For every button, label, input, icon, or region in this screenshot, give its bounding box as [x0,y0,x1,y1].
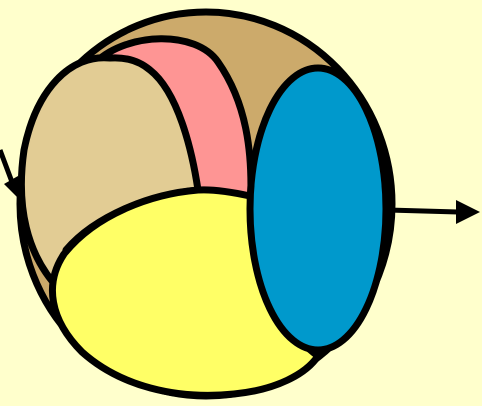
outgoing-arrow [388,200,480,224]
blue-ellipse [250,68,386,350]
